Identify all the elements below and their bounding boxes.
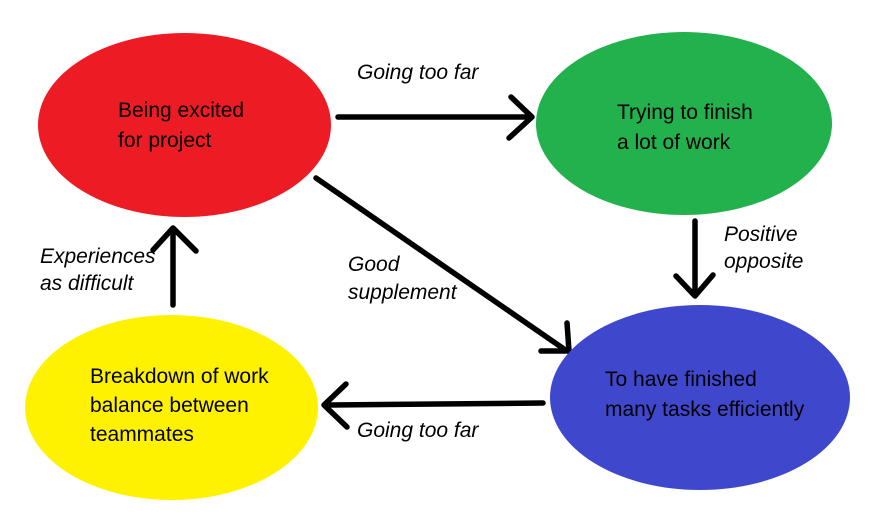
edge-label-going-too-far-bottom: Going too far: [357, 419, 479, 442]
edge-label-experiences-as-difficult: Experiences as difficult: [40, 245, 156, 295]
node-being-excited: Being excited for project: [38, 33, 331, 217]
node-label: Breakdown of work balance between teamma…: [90, 365, 269, 446]
node-label: Being excited for project: [118, 99, 245, 152]
edge-label-good-supplement: Good supplement: [348, 253, 457, 304]
arrow-breakdown-to-excited: [150, 225, 199, 308]
edge-label-positive-opposite: Positive opposite: [724, 223, 804, 273]
node-work-breakdown: Breakdown of work balance between teamma…: [25, 315, 318, 500]
arrow-finished-to-breakdown: [321, 381, 546, 430]
node-label: Trying to finish a lot of work: [617, 101, 753, 154]
edge-label-going-too-far-top: Going too far: [357, 61, 479, 84]
node-trying-to-finish: Trying to finish a lot of work: [536, 32, 832, 215]
node-label: To have finished many tasks efficiently: [605, 368, 805, 421]
arrow-trying-to-finished: [673, 218, 716, 299]
arrow-excited-to-trying: [335, 94, 535, 141]
node-finished-tasks: To have finished many tasks efficiently: [550, 305, 850, 490]
